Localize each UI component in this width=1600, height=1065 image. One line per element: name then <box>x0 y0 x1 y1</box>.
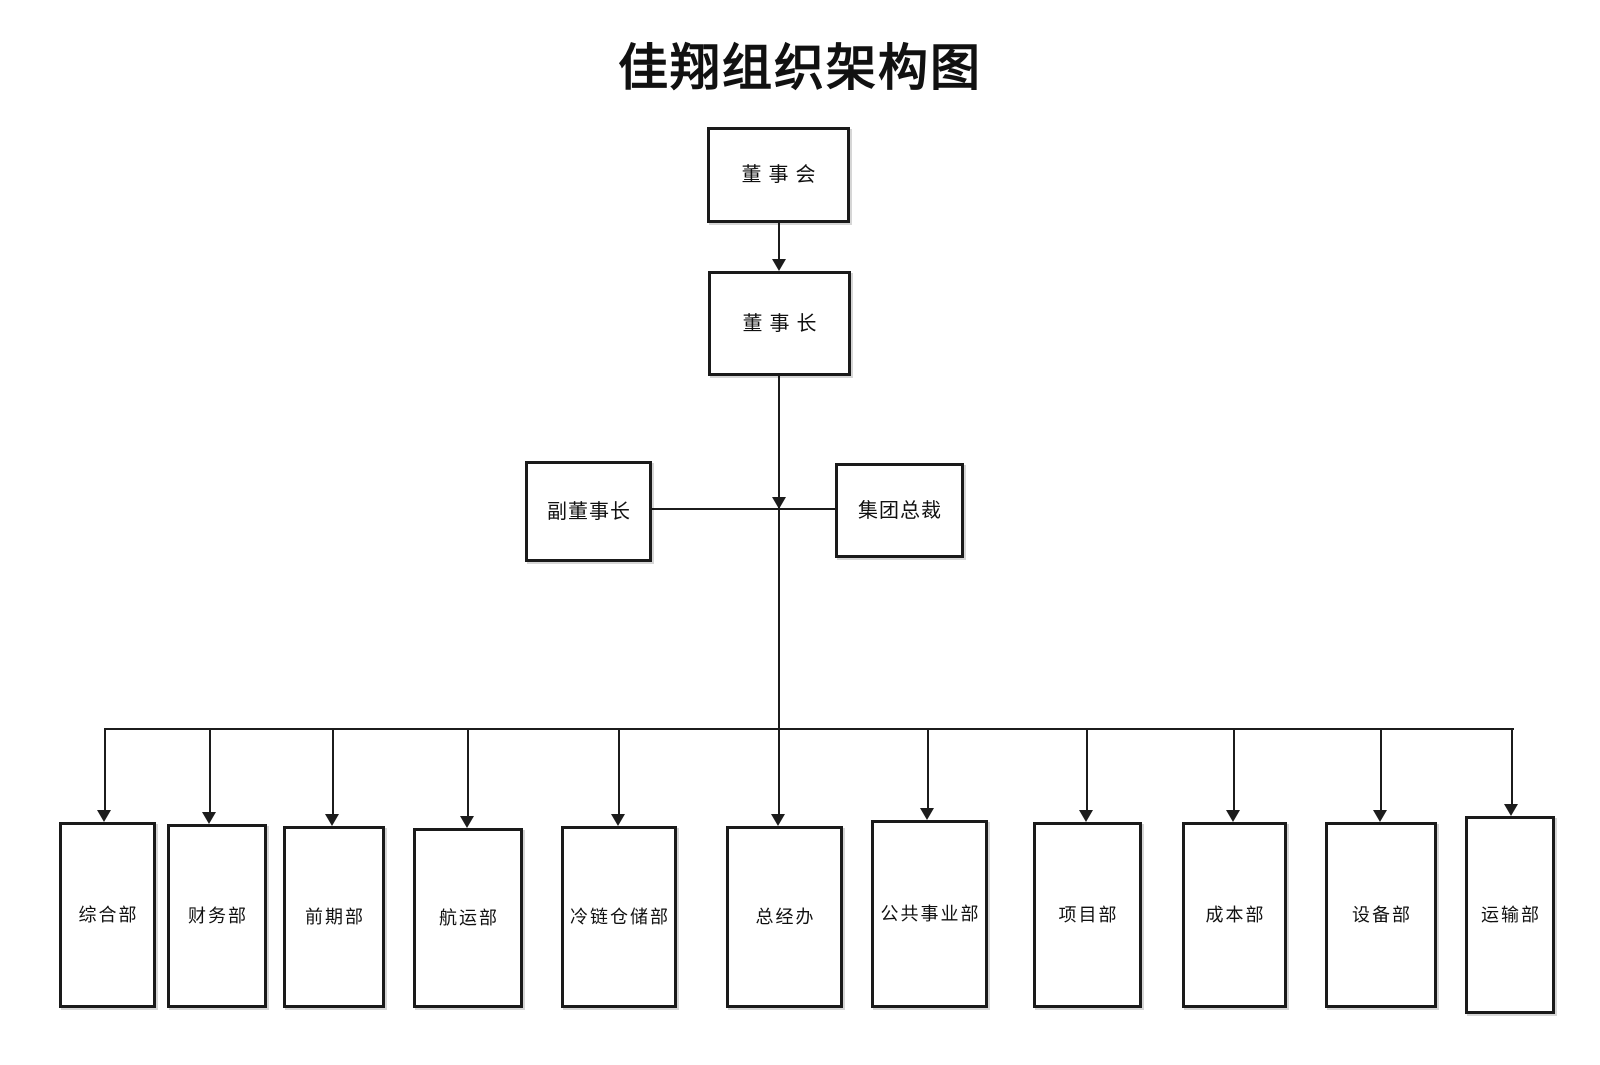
department-label: 前期部 <box>305 907 365 927</box>
chairman-trunk-line <box>778 376 780 729</box>
junction-arrowhead-icon <box>772 497 786 509</box>
department-box: 冷链仓储部 <box>561 826 677 1008</box>
branch-drop-line <box>927 728 929 808</box>
branch-arrowhead-icon <box>325 814 339 826</box>
department-label: 综合部 <box>78 905 139 925</box>
branch-arrowhead-icon <box>460 816 474 828</box>
branch-drop-line <box>332 728 334 814</box>
node-vice-chairman: 副董事长 <box>525 461 652 562</box>
department-label: 成本部 <box>1205 905 1266 925</box>
branch-drop-line <box>1233 728 1235 810</box>
branch-arrowhead-icon <box>202 812 216 824</box>
department-box: 航运部 <box>413 828 523 1008</box>
branch-arrowhead-icon <box>771 814 785 826</box>
node-vice-chairman-label: 副董事长 <box>547 500 631 523</box>
department-box: 总经办 <box>726 826 843 1008</box>
department-box: 项目部 <box>1033 822 1142 1008</box>
department-label: 项目部 <box>1058 905 1119 925</box>
branch-drop-line <box>1380 728 1382 810</box>
node-chairman-label: 董事长 <box>742 312 824 335</box>
department-label: 公共事业部 <box>880 904 981 924</box>
branch-arrowhead-icon <box>1373 810 1387 822</box>
node-group-president-label: 集团总裁 <box>858 499 942 522</box>
branch-arrowhead-icon <box>1504 804 1518 816</box>
chart-title: 佳翔组织架构图 <box>618 40 982 96</box>
branch-arrowhead-icon <box>1226 810 1240 822</box>
vice-president-connector-line <box>652 508 835 510</box>
node-board-label: 董事会 <box>741 164 823 186</box>
board-to-chairman-arrowhead-icon <box>772 259 786 271</box>
branch-drop-line <box>467 728 469 816</box>
department-box: 设备部 <box>1325 822 1437 1008</box>
branch-drop-line <box>1086 728 1088 810</box>
department-box: 财务部 <box>167 824 267 1008</box>
branch-drop-line <box>104 728 106 810</box>
department-box: 公共事业部 <box>871 820 988 1008</box>
node-board-of-directors: 董事会 <box>707 127 850 223</box>
node-group-president: 集团总裁 <box>835 463 964 558</box>
branch-drop-line <box>618 728 620 814</box>
department-box: 运输部 <box>1465 816 1555 1014</box>
department-label: 总经办 <box>755 907 816 927</box>
branch-arrowhead-icon <box>611 814 625 826</box>
department-box: 前期部 <box>283 826 385 1008</box>
node-chairman: 董事长 <box>708 271 851 376</box>
branch-drop-line <box>209 728 211 812</box>
board-to-chairman-line <box>778 223 780 261</box>
department-label: 运输部 <box>1481 905 1541 925</box>
department-label: 航运部 <box>439 908 499 928</box>
branch-arrowhead-icon <box>1079 810 1093 822</box>
branch-drop-line <box>1511 728 1513 804</box>
department-label: 设备部 <box>1352 905 1412 925</box>
department-label: 冷链仓储部 <box>570 907 670 927</box>
department-distribution-line <box>104 728 1514 730</box>
department-box: 成本部 <box>1182 822 1287 1008</box>
department-box: 综合部 <box>59 822 156 1008</box>
branch-arrowhead-icon <box>97 810 111 822</box>
branch-arrowhead-icon <box>920 808 934 820</box>
branch-drop-line <box>778 728 780 814</box>
department-label: 财务部 <box>188 906 248 926</box>
